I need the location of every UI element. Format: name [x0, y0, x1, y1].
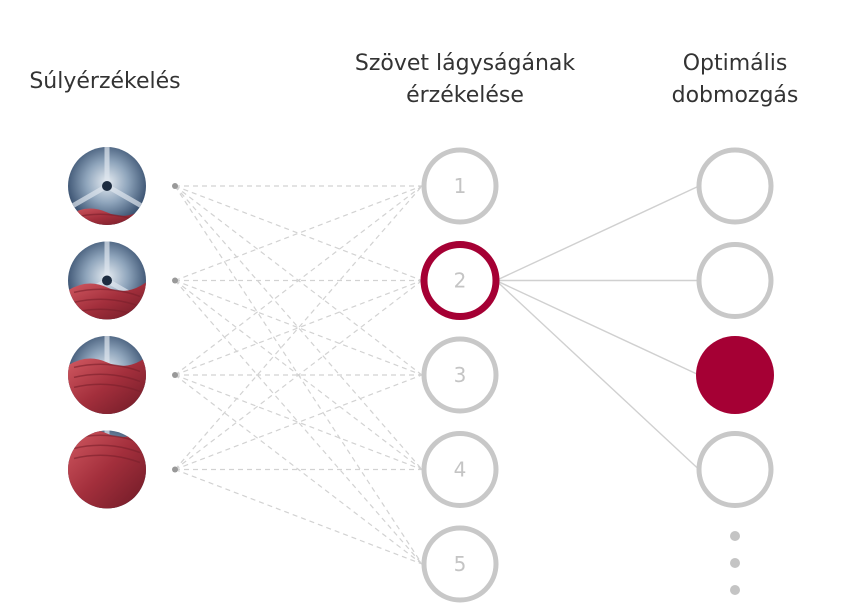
- column-title-fabric-line1: Szövet lágyságának: [354, 51, 576, 76]
- motion-node-2: [696, 242, 774, 319]
- weight-input-load-medium: [68, 241, 178, 320]
- weight-input-load-large: [68, 336, 178, 414]
- fabric-node-ring: [421, 525, 499, 603]
- fabric-node-label: 2: [454, 269, 467, 293]
- solid-edge-3: [495, 279, 700, 376]
- fabric-node-ring: [421, 147, 499, 225]
- solid-edge-1: [495, 185, 700, 282]
- dashed-edge-3-1: [174, 185, 423, 376]
- ellipsis-dot-3: [730, 585, 740, 595]
- dashed-edge-4-5: [174, 468, 423, 565]
- more-options-ellipsis: [730, 531, 740, 595]
- ellipsis-dot-1: [730, 531, 740, 541]
- drum-motion-nodes: [696, 147, 774, 508]
- dashed-edge-4-2: [174, 280, 423, 470]
- dashed-edge-2-1: [174, 185, 423, 282]
- fabric-node-label: 5: [454, 552, 467, 576]
- column-title-drum-motion: Optimális dobmozgás: [650, 48, 820, 112]
- solid-connection-lines: [495, 185, 700, 471]
- input-connector-dot: [172, 372, 178, 378]
- fabric-node-4: 4: [421, 431, 499, 508]
- solid-edge-4: [495, 279, 700, 471]
- column-title-weight-text: Súlyérzékelés: [29, 69, 181, 94]
- motion-node-4: [696, 431, 774, 508]
- motion-node-selected: [696, 336, 774, 414]
- dashed-edge-3-2: [174, 279, 423, 376]
- fabric-node-label: 4: [454, 458, 467, 482]
- column-title-fabric-sensing: Szövet lágyságának érzékelése: [330, 48, 600, 112]
- dashed-edge-3-5: [174, 374, 423, 565]
- fabric-node-label: 3: [454, 363, 467, 387]
- dashed-edge-2-5: [174, 280, 423, 565]
- fabric-node-ring-selected: [420, 241, 500, 320]
- fabric-node-ring: [421, 336, 499, 414]
- column-title-weight-sensing: Súlyérzékelés: [20, 66, 190, 98]
- fabric-node-ring: [421, 431, 499, 508]
- laundry-fill: [68, 357, 146, 414]
- fabric-node-3: 3: [421, 336, 499, 414]
- ellipsis-dot-2: [730, 558, 740, 568]
- dashed-edge-1-2: [174, 185, 423, 282]
- dashed-connection-lines: [174, 185, 423, 565]
- laundry-fill: [68, 430, 146, 509]
- fabric-node-label: 1: [454, 174, 467, 198]
- weight-sensing-inputs: [68, 147, 178, 509]
- dashed-edge-3-4: [174, 374, 423, 471]
- fabric-node-1: 1: [421, 147, 499, 225]
- fabric-node-5: 5: [421, 525, 499, 603]
- column-title-motion-line2: dobmozgás: [671, 83, 799, 108]
- input-connector-dot: [172, 183, 178, 189]
- fabric-node-2: 2: [420, 241, 500, 320]
- column-title-motion-line1: Optimális: [682, 51, 788, 76]
- input-connector-dot: [172, 466, 178, 473]
- dashed-edge-2-3: [174, 279, 423, 376]
- weight-input-load-full: [68, 430, 178, 509]
- input-connector-dot: [172, 277, 178, 284]
- fabric-softness-nodes: 1 2 3 4 5: [420, 147, 500, 603]
- dashed-edge-4-3: [174, 374, 423, 471]
- motion-node-1: [696, 147, 774, 225]
- column-title-fabric-line2: érzékelése: [406, 83, 524, 108]
- weight-input-load-small: [68, 147, 178, 225]
